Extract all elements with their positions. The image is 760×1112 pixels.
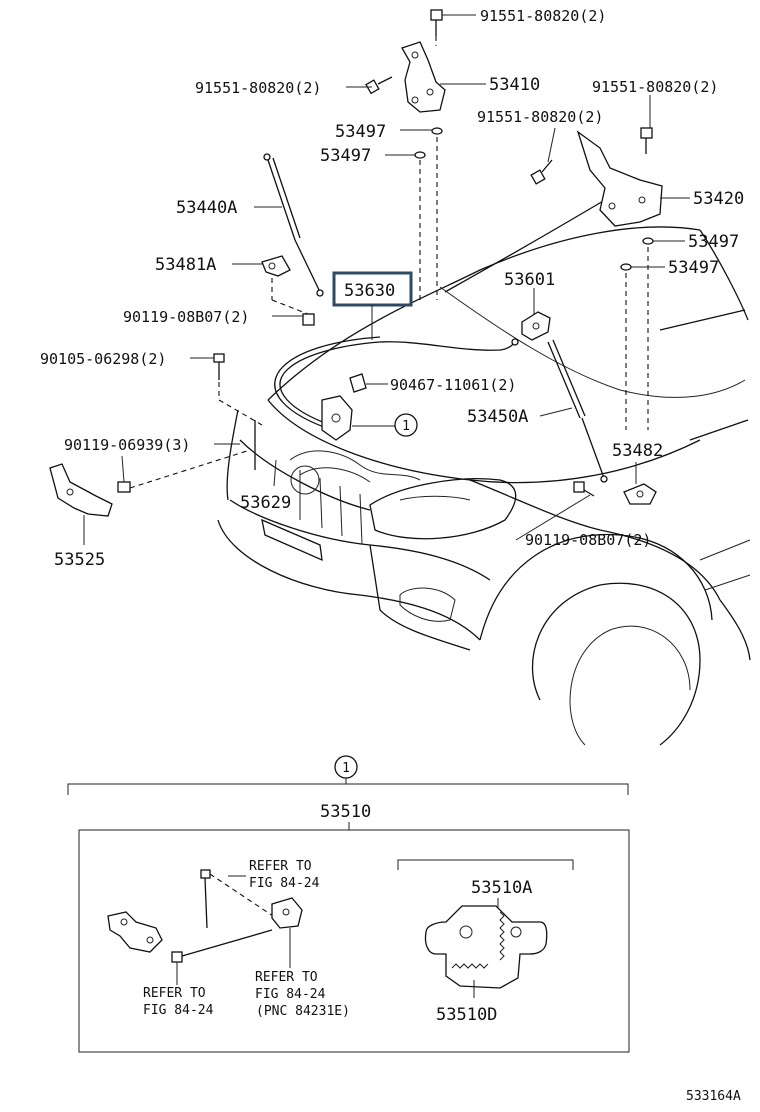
refer-note-3-line3: (PNC 84231E) bbox=[256, 1004, 350, 1019]
hood-hinge-53410[interactable] bbox=[401, 41, 446, 113]
label-91551-right: 91551-80820(2) bbox=[592, 78, 718, 96]
label-53420: 53420 bbox=[693, 189, 744, 209]
refer-note-1-line1: REFER TO bbox=[249, 859, 312, 874]
screw-90105[interactable] bbox=[213, 353, 225, 380]
detail-box-53510 bbox=[78, 829, 630, 1053]
refer-note-1-line2: FIG 84-24 bbox=[249, 876, 320, 891]
label-53510a: 53510A bbox=[471, 878, 532, 898]
leader-lines bbox=[83, 14, 690, 545]
label-53481a: 53481A bbox=[155, 255, 216, 275]
hood-lock-detail[interactable] bbox=[107, 911, 163, 953]
label-53482: 53482 bbox=[612, 441, 663, 461]
label-53525: 53525 bbox=[54, 550, 105, 570]
label-53410: 53410 bbox=[489, 75, 540, 95]
bolt-91551-right[interactable] bbox=[640, 127, 653, 154]
label-90105: 90105-06298(2) bbox=[40, 350, 166, 368]
label-53450a: 53450A bbox=[467, 407, 528, 427]
label-53629: 53629 bbox=[240, 493, 291, 513]
bolt-90119-08b07-right[interactable] bbox=[573, 481, 595, 497]
bolt-91551-mid[interactable] bbox=[530, 159, 553, 185]
label-53510: 53510 bbox=[320, 802, 371, 822]
bolt-90119-08b07-left[interactable] bbox=[302, 313, 315, 326]
label-91551-mid: 91551-80820(2) bbox=[477, 108, 603, 126]
shim-53497-c[interactable] bbox=[642, 237, 654, 245]
hood-switch-detail[interactable] bbox=[271, 897, 303, 929]
label-53630: 53630 bbox=[344, 281, 395, 301]
hood-hinge-53420[interactable] bbox=[576, 130, 663, 227]
hood-support-strut-53450a[interactable] bbox=[547, 339, 608, 483]
bolt-90119-06939[interactable] bbox=[117, 481, 131, 493]
shim-53497-b[interactable] bbox=[414, 151, 426, 159]
label-90119-08b07-left: 90119-08B07(2) bbox=[123, 308, 249, 326]
callout-circle-1-main[interactable] bbox=[394, 413, 418, 437]
label-91551-left: 91551-80820(2) bbox=[195, 79, 321, 97]
hood-support-rod-53440a[interactable] bbox=[263, 153, 324, 297]
refer-note-3-line1: REFER TO bbox=[255, 970, 318, 985]
refer-note-3-line2: FIG 84-24 bbox=[255, 987, 326, 1002]
clip-detail[interactable] bbox=[200, 869, 211, 929]
hood-lock-assembly[interactable] bbox=[321, 395, 353, 441]
callout-number-main: 1 bbox=[402, 419, 410, 434]
bolt-91551-left[interactable] bbox=[365, 76, 393, 95]
label-53497-d: 53497 bbox=[668, 258, 719, 278]
label-53510d: 53510D bbox=[436, 1005, 497, 1025]
bolt-detail[interactable] bbox=[171, 929, 273, 963]
label-90119-08b07-right: 90119-08B07(2) bbox=[525, 531, 651, 549]
refer-note-2-line2: FIG 84-24 bbox=[143, 1003, 214, 1018]
latch-plate-53510[interactable] bbox=[424, 905, 548, 989]
label-53601: 53601 bbox=[504, 270, 555, 290]
shim-53497-a[interactable] bbox=[431, 127, 443, 135]
figure-id: 533164A bbox=[686, 1089, 741, 1104]
detail-section: 1 53510 REFER TO FIG 8 bbox=[67, 755, 741, 1104]
hood-stay-bracket-53481a[interactable] bbox=[261, 255, 291, 277]
shim-53497-d[interactable] bbox=[620, 263, 632, 271]
part-labels: 91551-80820(2) 91551-80820(2) 53410 9155… bbox=[40, 7, 744, 570]
hood-release-cable-53630[interactable] bbox=[274, 336, 519, 431]
bolt-91551-top[interactable] bbox=[430, 9, 443, 36]
bracket-53525[interactable] bbox=[49, 463, 113, 517]
label-91551-top: 91551-80820(2) bbox=[480, 7, 606, 25]
label-53497-b: 53497 bbox=[320, 146, 371, 166]
vehicle-outline bbox=[217, 184, 751, 746]
callout-number-detail: 1 bbox=[342, 761, 350, 776]
label-53497-a: 53497 bbox=[335, 122, 386, 142]
label-90467: 90467-11061(2) bbox=[390, 376, 516, 394]
hood-lock-striker-53601[interactable] bbox=[521, 311, 551, 341]
strut-bracket-53482[interactable] bbox=[623, 483, 657, 505]
cable-clamp-90467[interactable] bbox=[349, 373, 367, 393]
label-53440a: 53440A bbox=[176, 198, 237, 218]
label-90119-06939: 90119-06939(3) bbox=[64, 436, 190, 454]
refer-note-2-line1: REFER TO bbox=[143, 986, 206, 1001]
label-53497-c: 53497 bbox=[688, 232, 739, 252]
